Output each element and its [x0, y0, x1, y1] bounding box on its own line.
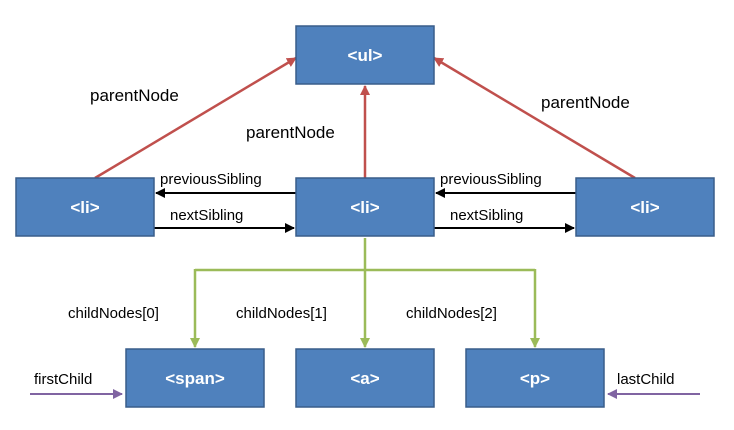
node-ul-label: <ul> — [348, 46, 383, 65]
node-li-right-label: <li> — [630, 198, 659, 217]
next-sibling-label-left: nextSibling — [170, 207, 243, 224]
node-li-center: <li> — [295, 177, 435, 237]
node-a: <a> — [295, 348, 435, 408]
node-li-left-label: <li> — [70, 198, 99, 217]
last-child-label: lastChild — [617, 371, 675, 388]
node-p-label: <p> — [520, 369, 550, 388]
child-nodes-0-label: childNodes[0] — [68, 305, 159, 322]
node-span: <span> — [125, 348, 265, 408]
previous-sibling-label-right: previousSibling — [440, 171, 542, 188]
parent-node-label-left: parentNode — [90, 86, 179, 105]
node-li-center-label: <li> — [350, 198, 379, 217]
parent-node-label-right: parentNode — [541, 93, 630, 112]
parent-arrow-right — [433, 56, 636, 180]
node-a-label: <a> — [350, 369, 379, 388]
child-nodes-2-label: childNodes[2] — [406, 305, 497, 322]
previous-sibling-label-left: previousSibling — [160, 171, 262, 188]
node-span-label: <span> — [165, 369, 225, 388]
node-ul: <ul> — [295, 25, 435, 85]
child-nodes-1-label: childNodes[1] — [236, 305, 327, 322]
node-p: <p> — [465, 348, 605, 408]
next-sibling-label-right: nextSibling — [450, 207, 523, 224]
parent-arrow-left — [94, 56, 297, 180]
first-child-label: firstChild — [34, 371, 92, 388]
parent-node-label-center: parentNode — [246, 123, 335, 142]
node-li-right: <li> — [575, 177, 715, 237]
node-li-left: <li> — [15, 177, 155, 237]
